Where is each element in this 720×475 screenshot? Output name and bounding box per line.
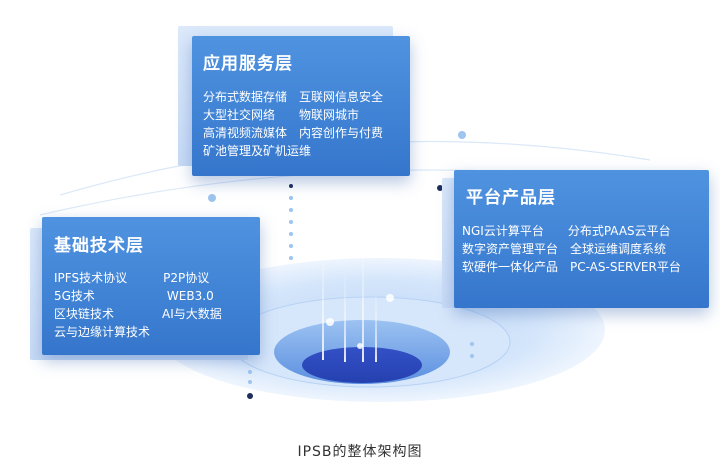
platform-layer-line: NGI云计算平台 分布式PAAS云平台 (462, 224, 671, 238)
base-layer-card: 基础技术层 IPFS技术协议 P2P协议 5G技术 WEB3.0 区块链技术 A… (42, 217, 260, 355)
service-layer-line: 大型社交网络 物联网城市 (203, 108, 360, 122)
platform-layer-title: 平台产品层 (466, 188, 556, 208)
particles (326, 294, 394, 349)
accent-dot-platform (458, 131, 466, 139)
base-layer-line: 5G技术 WEB3.0 (54, 289, 214, 303)
service-layer-title: 应用服务层 (203, 54, 293, 74)
base-layer-title: 基础技术层 (54, 236, 144, 256)
base-layer-line: 云与边缘计算技术 (54, 325, 151, 339)
base-layer-line: IPFS技术协议 P2P协议 (54, 271, 210, 285)
platform-layer-card: 平台产品层 NGI云计算平台 分布式PAAS云平台 数字资产管理平台 全球运维调… (454, 170, 709, 308)
accent-dot-right (437, 185, 443, 191)
platform-layer-line: 软硬件一体化产品 PC-AS-SERVER平台 (462, 260, 681, 274)
accent-dot-orbit (208, 194, 216, 202)
base-layer-line: 区块链技术 AI与大数据 (54, 307, 222, 321)
figure-caption: IPSB的整体架构图 (297, 444, 423, 460)
connector-dots-bottom (247, 342, 474, 399)
service-layer-line: 矿池管理及矿机运维 (203, 144, 312, 158)
service-layer-line: 高清视频流媒体 内容创作与付费 (203, 126, 384, 140)
light-beams (322, 240, 377, 362)
core-ellipse (302, 347, 422, 383)
platform-layer-line: 数字资产管理平台 全球运维调度系统 (462, 242, 667, 256)
service-layer-card: 应用服务层 分布式数据存储 互联网信息安全 大型社交网络 物联网城市 高清视频流… (192, 36, 410, 176)
service-layer-line: 分布式数据存储 互联网信息安全 (203, 90, 384, 104)
connector-dots (289, 184, 293, 260)
